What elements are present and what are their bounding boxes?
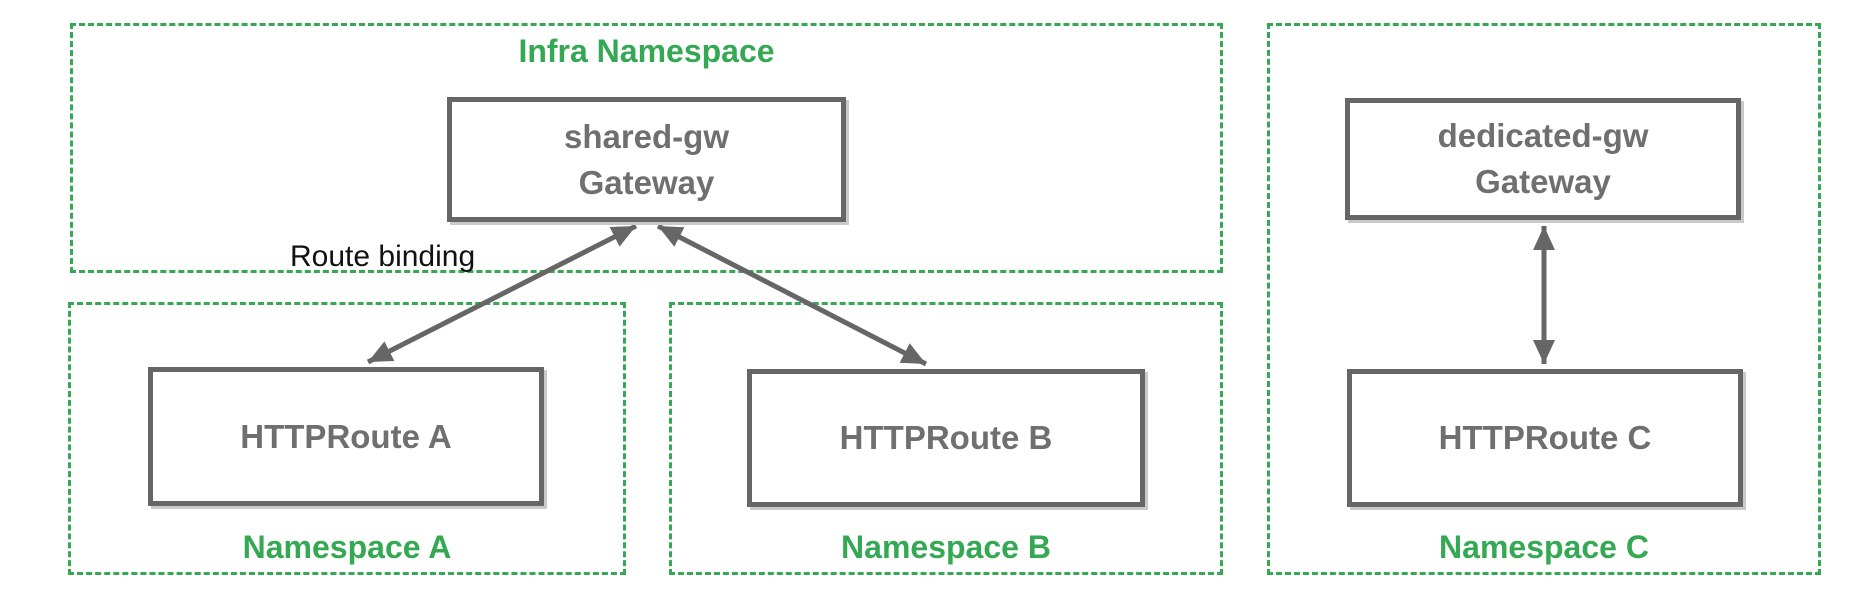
namespace-label-infra: Infra Namespace [518,33,775,69]
node-title: dedicated-gw [1437,117,1649,154]
namespace-box-a: Namespace A [68,302,626,575]
node-subtitle: Gateway [578,163,715,201]
node-title: HTTPRoute B [839,419,1053,456]
node-httproute-c: HTTPRoute C [1347,369,1743,507]
namespace-box-b: Namespace B [669,302,1223,575]
node-title: HTTPRoute C [1438,419,1652,456]
namespace-box-c: Namespace C [1267,23,1821,575]
namespace-label-c: Namespace C [1439,529,1649,565]
namespace-label-b: Namespace B [841,529,1051,565]
node-dedicated-gw-gateway: dedicated-gw Gateway [1345,98,1741,220]
node-httproute-a: HTTPRoute A [148,367,544,506]
namespace-box-infra: Infra Namespace [70,23,1223,273]
node-title: HTTPRoute A [240,417,452,455]
namespace-label-a: Namespace A [242,529,452,565]
node-httproute-b: HTTPRoute B [747,369,1145,507]
node-title: shared-gw [563,117,730,155]
route-binding-label: Route binding [290,240,476,273]
node-shared-gw-gateway: shared-gw Gateway [447,97,846,222]
node-subtitle: Gateway [1475,163,1611,200]
